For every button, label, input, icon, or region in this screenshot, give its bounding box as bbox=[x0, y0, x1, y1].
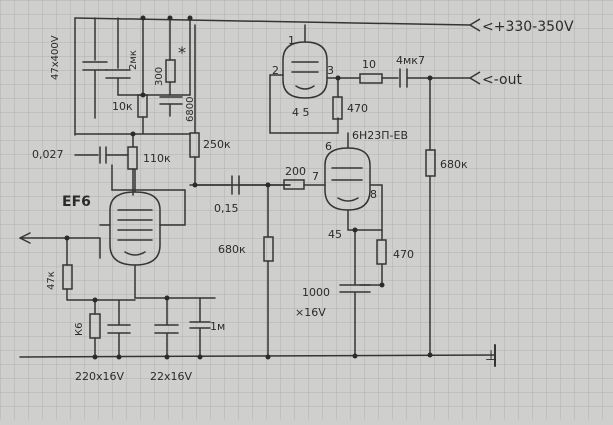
ground-rail bbox=[19, 354, 496, 358]
asterisk-mark: * bbox=[178, 43, 186, 62]
label-r-680k-grid: 680к bbox=[218, 243, 246, 256]
tube-bottom-envelope bbox=[324, 147, 371, 211]
label-c-supply: 47x400V bbox=[50, 35, 61, 80]
pin-45-bottom: 45 bbox=[328, 228, 342, 241]
supply-label: <+330-350V bbox=[482, 19, 574, 35]
tube-ef6-label: EF6 bbox=[62, 194, 91, 210]
pin-3: 3 bbox=[327, 64, 334, 77]
label-c-0027: 0,027 bbox=[32, 148, 64, 161]
label-r-10k: 10к bbox=[112, 100, 133, 113]
pin-1: 1 bbox=[288, 34, 295, 47]
label-r-200: 200 bbox=[285, 165, 306, 178]
pin-2: 2 bbox=[272, 64, 279, 77]
label-c-1000-rating: ×16V bbox=[295, 306, 326, 319]
label-c-2mk: 2мк bbox=[128, 50, 139, 70]
label-c-1m: 1м bbox=[210, 320, 225, 333]
ground-symbol: ⊥ bbox=[485, 348, 497, 364]
label-r-470-cath: 470 bbox=[393, 248, 414, 261]
label-r-300: 300 bbox=[154, 67, 165, 86]
pin-8: 8 bbox=[370, 188, 377, 201]
label-c-6800: 6800 bbox=[185, 97, 196, 122]
output-label: <-out bbox=[482, 72, 522, 88]
label-c-4mk7: 4мк7 bbox=[396, 54, 425, 67]
label-r-110k: 110к bbox=[143, 152, 171, 165]
tube-top-envelope bbox=[282, 41, 328, 99]
label-c-1000: 1000 bbox=[302, 286, 330, 299]
label-c-015: 0,15 bbox=[214, 202, 239, 215]
label-r-k6: К6 bbox=[74, 323, 85, 336]
pin-7: 7 bbox=[312, 170, 319, 183]
label-r-470-top: 470 bbox=[347, 102, 368, 115]
label-r-680k-out: 680к bbox=[440, 158, 468, 171]
tube-6n23-label: 6Н23П-ЕВ bbox=[352, 129, 408, 142]
pin-6: 6 bbox=[325, 140, 332, 153]
tube-ef6-envelope bbox=[109, 191, 161, 266]
label-r-47k: 47к bbox=[46, 271, 57, 290]
label-r-10: 10 bbox=[362, 58, 376, 71]
label-c-220: 220x16V bbox=[75, 370, 125, 383]
label-r-250k: 250к bbox=[203, 138, 231, 151]
label-c-22: 22x16V bbox=[150, 370, 193, 383]
pin-45-top: 4 5 bbox=[292, 106, 310, 119]
